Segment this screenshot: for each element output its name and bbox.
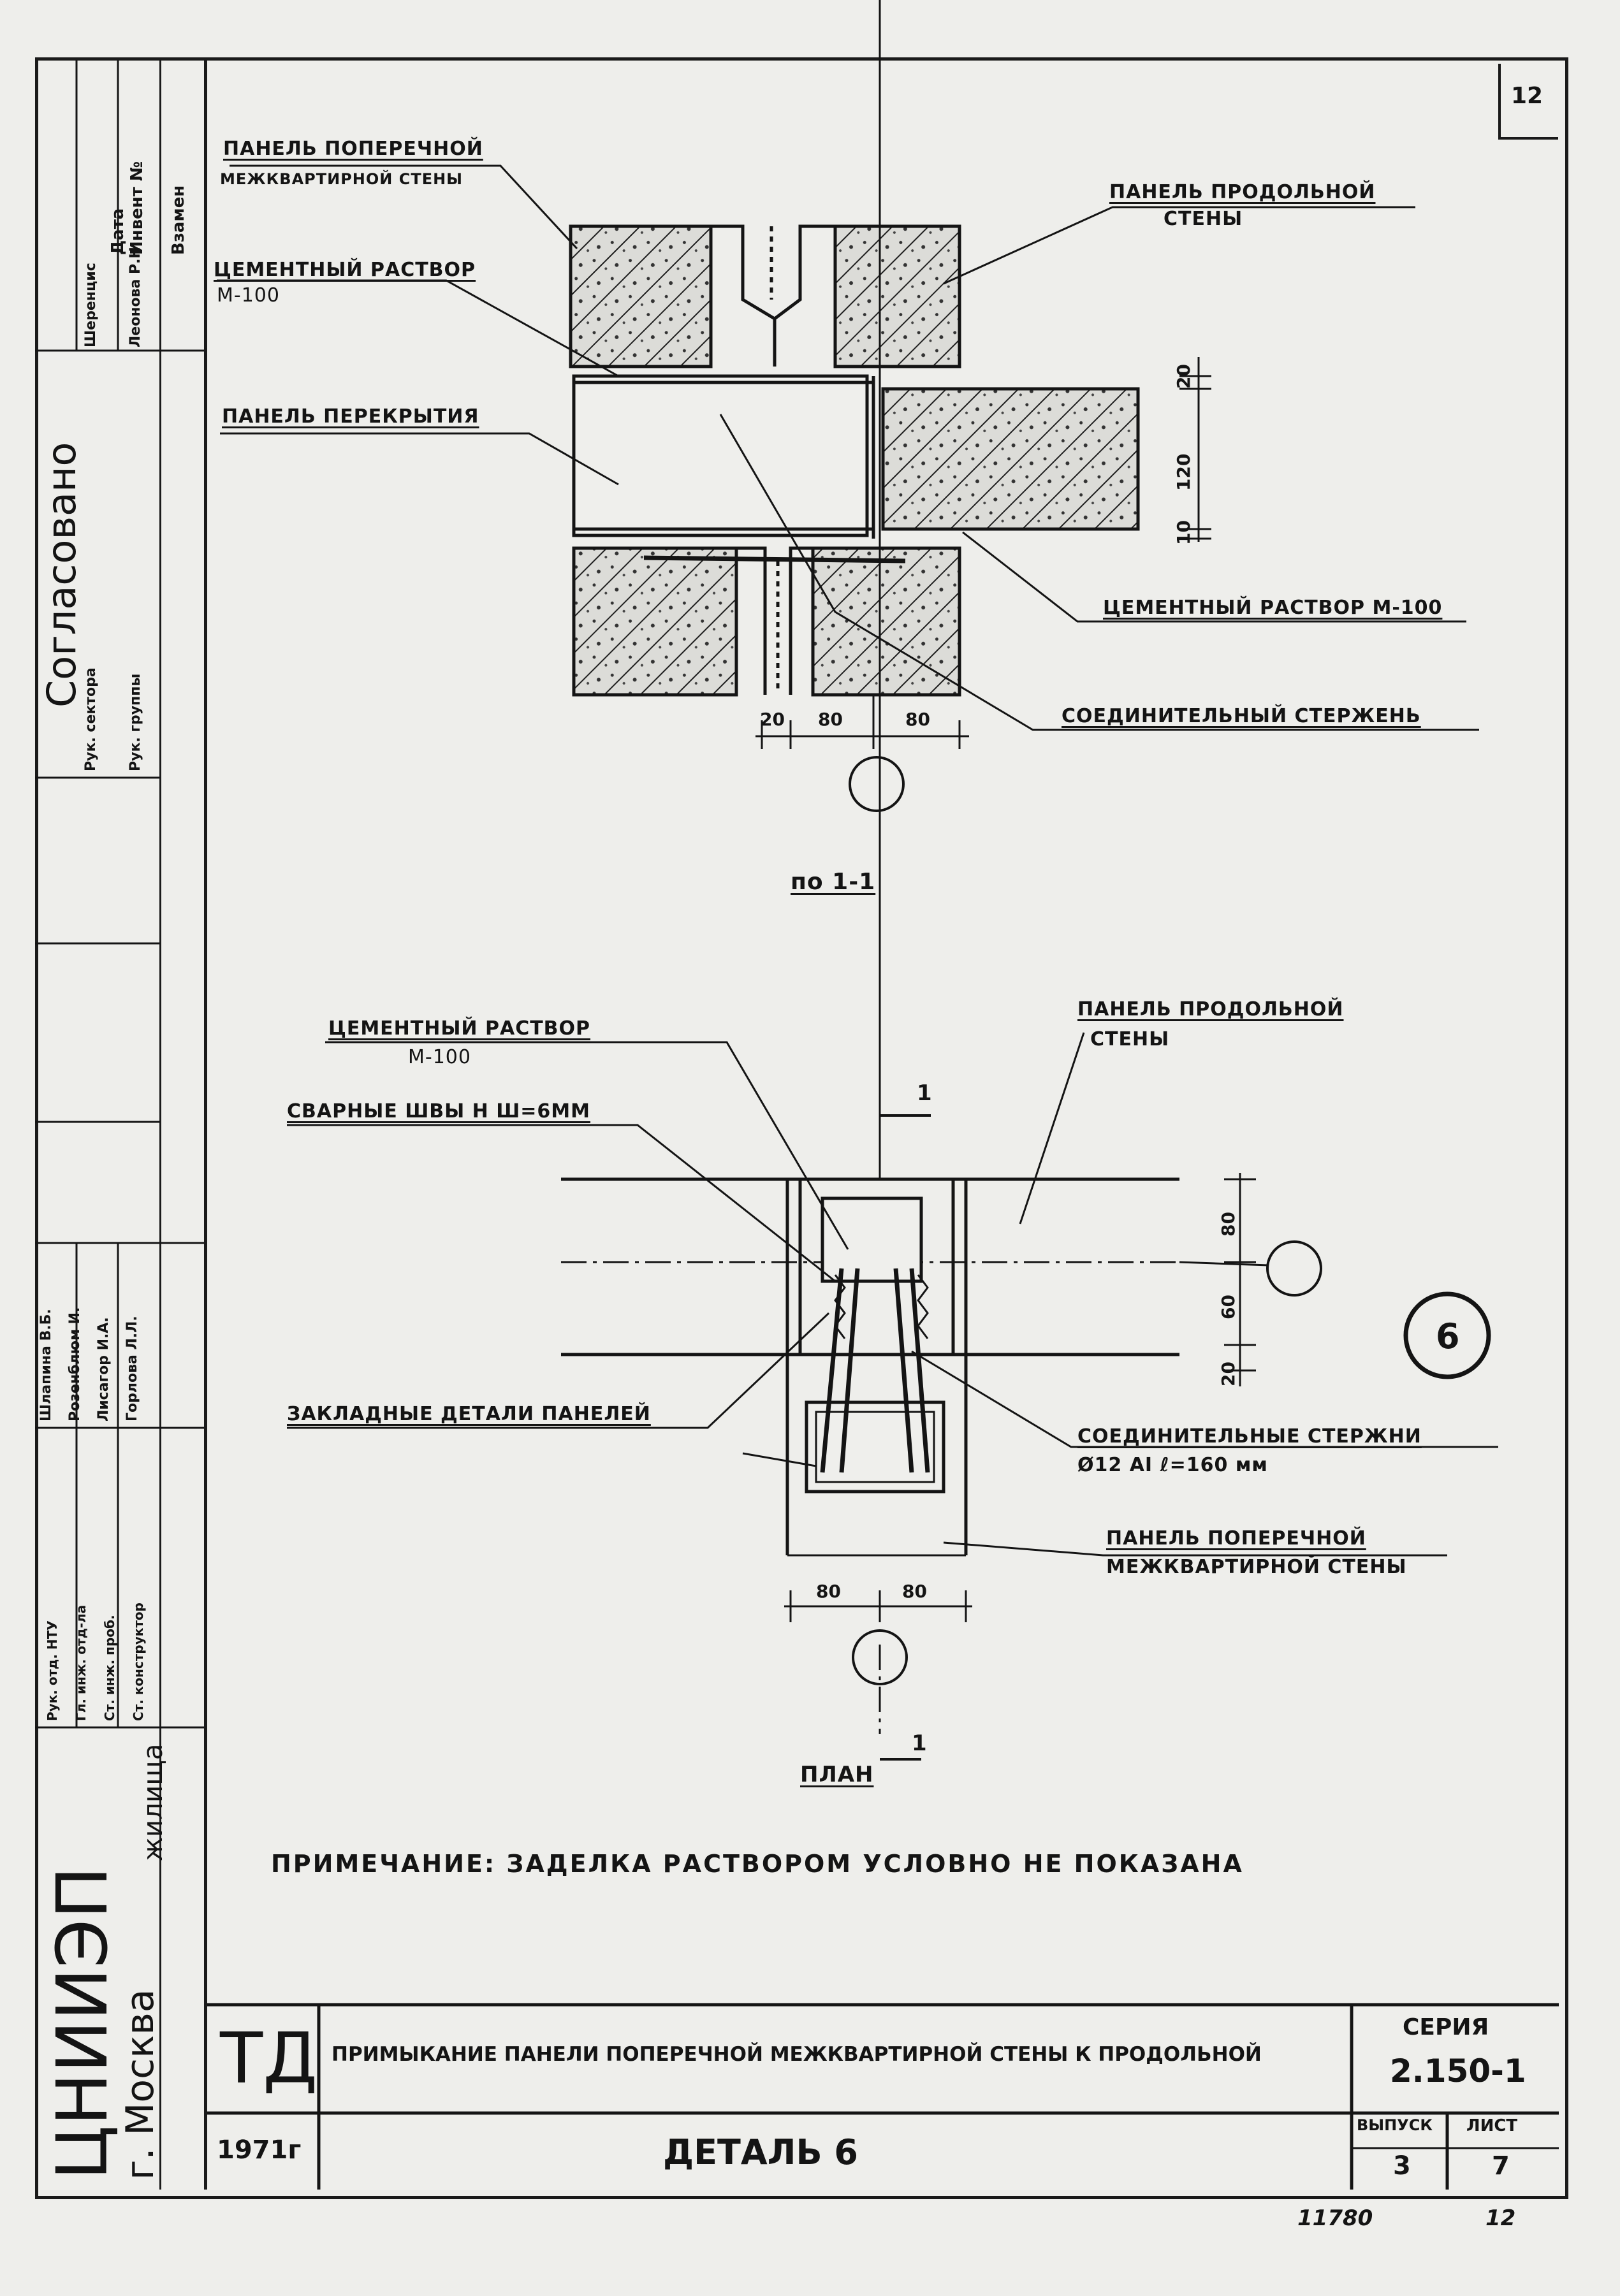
side-org-dept: жилища bbox=[137, 1743, 168, 1861]
side-divider bbox=[159, 61, 161, 2190]
sheet-label: Лист bbox=[1466, 2116, 1518, 2135]
axis-marker-plan-right bbox=[1266, 1240, 1322, 1297]
plan-title: План bbox=[800, 1762, 874, 1787]
sheet-value: 7 bbox=[1492, 2151, 1510, 2181]
side-agreed: Согласовано bbox=[38, 442, 85, 708]
bottom-note-1: 11780 bbox=[1297, 2205, 1373, 2231]
title-text: Примыкание панели поперечной межквартирн… bbox=[332, 2043, 1262, 2066]
title-block-lines bbox=[207, 2003, 1559, 2190]
outer-frame bbox=[35, 57, 1568, 2199]
label-mortar-section: Цементный раствор bbox=[214, 259, 476, 281]
side-role-3: Ст. инж. проб. bbox=[102, 1615, 117, 1721]
label-longitudinal-panel-section-2: стены bbox=[1164, 208, 1243, 230]
axis-marker-plan-bottom bbox=[852, 1629, 908, 1685]
title-subtitle: деталь 6 bbox=[663, 2132, 858, 2172]
series-value: 2.150-1 bbox=[1390, 2053, 1526, 2089]
upper-right-wall-panel bbox=[833, 224, 961, 368]
side-block-lines bbox=[35, 61, 204, 1729]
note: Примечание: заделка раствором условно не… bbox=[271, 1850, 1244, 1878]
side-name-1: Шлапина В.Б. bbox=[38, 1309, 54, 1421]
label-cross-wall-panel-plan: Панель поперечной bbox=[1106, 1527, 1366, 1550]
side-top-role-2: Рук. группы bbox=[128, 673, 143, 771]
label-longitudinal-panel-plan: Панель продольной bbox=[1077, 998, 1344, 1021]
side-role-2: Гл. инж. отд-ла bbox=[73, 1604, 89, 1721]
sheet-number: 12 bbox=[1511, 83, 1543, 109]
section-title: по 1-1 bbox=[791, 869, 876, 895]
label-mortar-plan: Цементный раствор bbox=[328, 1017, 591, 1040]
plan-view bbox=[287, 0, 1498, 1761]
label-connecting-rods: Соединительные стержни bbox=[1077, 1425, 1422, 1448]
plan-dim-h-80b: 80 bbox=[902, 1581, 927, 1602]
plan-dim-80: 80 bbox=[1218, 1212, 1239, 1237]
side-name-3: Лисагор И.А. bbox=[96, 1317, 112, 1421]
label-cross-wall-panel-section: Панель поперечной bbox=[223, 138, 483, 160]
side-top-name-1: Шеренцис bbox=[83, 263, 99, 347]
issue-value: 3 bbox=[1393, 2151, 1411, 2181]
side-role-4: Ст. конструктор bbox=[131, 1602, 146, 1721]
inner-frame bbox=[204, 61, 1562, 2190]
lower-left-wall-panel bbox=[572, 546, 738, 697]
lower-right-wall-panel bbox=[811, 546, 961, 697]
embedded-plate-top bbox=[821, 1196, 923, 1283]
section-dim-h-80b: 80 bbox=[905, 709, 930, 730]
axis-marker-section bbox=[849, 756, 905, 812]
side-date-label: Дата bbox=[108, 208, 128, 255]
section-dim-h-20: 20 bbox=[760, 709, 785, 730]
sheet-number-box bbox=[1498, 64, 1558, 140]
side-top-name-2: Леонова Р.Н. bbox=[128, 241, 143, 347]
series-label: Серия bbox=[1403, 2014, 1489, 2040]
upper-left-wall-panel bbox=[569, 224, 713, 368]
label-cross-wall-panel-plan-2: межквартирной стены bbox=[1106, 1556, 1407, 1578]
title-year: 1971г bbox=[217, 2135, 302, 2165]
plan-dim-20: 20 bbox=[1218, 1362, 1239, 1386]
label-embedded-parts: Закладные детали панелей bbox=[287, 1403, 651, 1425]
label-welds: Сварные швы h ш=6мм bbox=[287, 1100, 591, 1123]
side-top-role-1: Рук. сектора bbox=[83, 667, 99, 771]
connecting-rod bbox=[643, 555, 906, 563]
connecting-rods bbox=[820, 1268, 930, 1473]
lower-joint bbox=[736, 546, 813, 695]
plan-dim-h-80a: 80 bbox=[816, 1581, 841, 1602]
upper-joint bbox=[711, 224, 835, 367]
section-mark-top: 1 bbox=[917, 1080, 932, 1106]
label-floor-panel: Панель перекрытия bbox=[222, 405, 479, 428]
bottom-note-2: 12 bbox=[1485, 2205, 1516, 2231]
label-mortar-grade-plan: М-100 bbox=[408, 1046, 471, 1068]
plan-dim-60: 60 bbox=[1218, 1295, 1239, 1319]
section-dim-10: 10 bbox=[1173, 520, 1194, 545]
title-code: ТД bbox=[220, 2017, 318, 2099]
side-city: г. Москва bbox=[118, 1989, 163, 2180]
label-longitudinal-panel-section: Панель продольной bbox=[1109, 181, 1376, 203]
section-dim-20: 20 bbox=[1173, 364, 1194, 389]
section-dim-h-80a: 80 bbox=[818, 709, 843, 730]
side-org: ЦНИИЭП bbox=[41, 1866, 123, 2180]
side-name-4: Горлова Л.Л. bbox=[124, 1316, 140, 1421]
label-cross-wall-panel-section-2: межквартирной стены bbox=[220, 170, 463, 188]
section-mark-bottom: 1 bbox=[912, 1731, 927, 1756]
label-longitudinal-panel-plan-2: стены bbox=[1090, 1028, 1170, 1050]
label-mortar-m100: Цементный раствор М-100 bbox=[1103, 597, 1443, 619]
longitudinal-wall-panel bbox=[881, 387, 1140, 531]
detail-circle bbox=[1403, 1291, 1491, 1379]
side-name-2: Розенблюм И. bbox=[67, 1307, 83, 1421]
label-connecting-rod: Соединительный стержень bbox=[1062, 705, 1421, 727]
section-1-1 bbox=[217, 164, 1479, 812]
side-role-1: Рук. отд. НТУ bbox=[45, 1620, 60, 1721]
side-replace-label: Взамен bbox=[169, 185, 188, 255]
detail-number: 6 bbox=[1436, 1316, 1460, 1356]
label-mortar-grade-section: М-100 bbox=[217, 284, 280, 307]
label-rods-spec: Ø12 AI ℓ=160 мм bbox=[1077, 1454, 1268, 1476]
floor-slab bbox=[572, 374, 869, 537]
issue-label: Выпуск bbox=[1357, 2116, 1433, 2134]
section-dim-120: 120 bbox=[1173, 453, 1194, 491]
